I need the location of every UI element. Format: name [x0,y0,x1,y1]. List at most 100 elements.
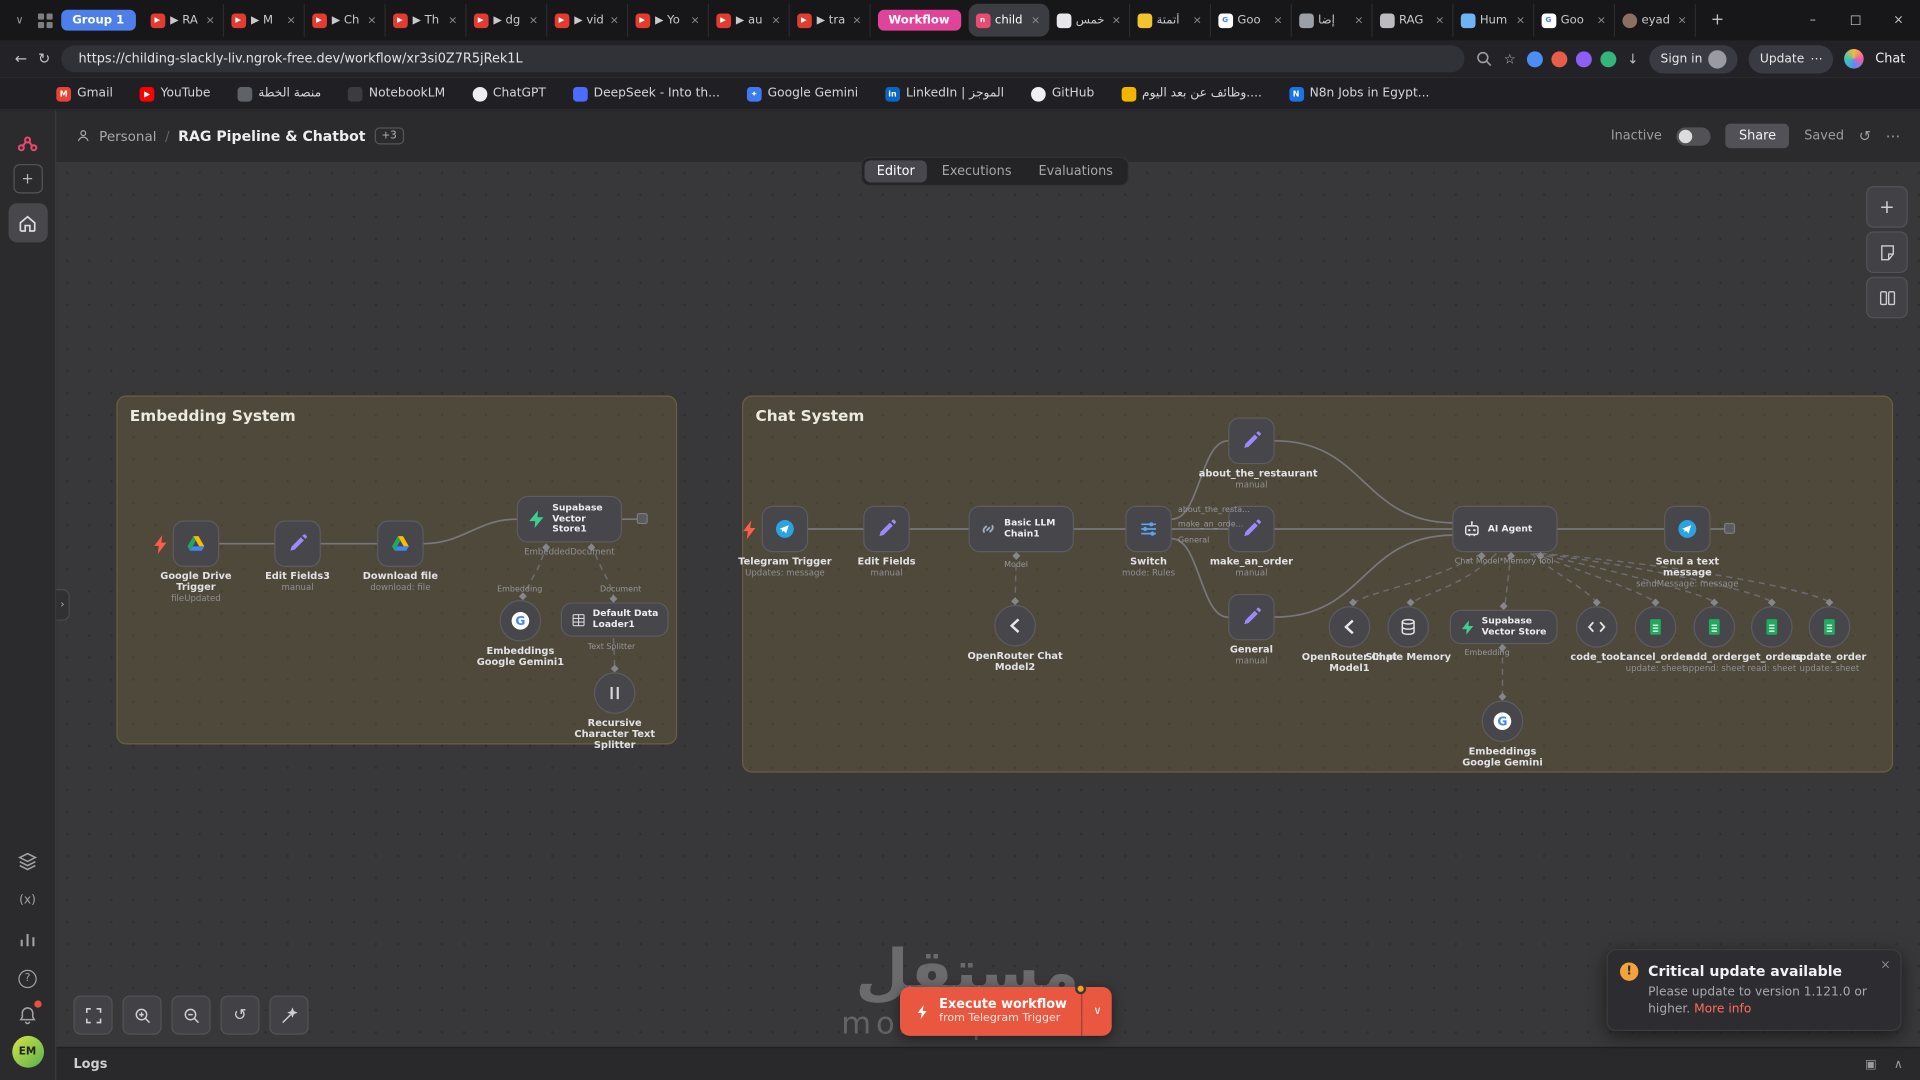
sidebar-item-help[interactable]: ? [9,960,46,997]
new-tab-button[interactable]: + [1710,11,1725,30]
undo-button[interactable]: ↺ [220,995,260,1035]
browser-tab[interactable]: ▶▶ tra× [789,3,870,37]
tab-close-icon[interactable]: × [1515,14,1526,27]
extension-purple[interactable] [1575,50,1592,67]
browser-tab[interactable]: ▶▶ Yo× [628,3,709,37]
tab-close-icon[interactable]: × [1192,14,1202,27]
favorite-star-icon[interactable]: ☆ [1503,50,1516,67]
node-box[interactable] [994,604,1036,647]
node-box[interactable] [1328,606,1371,648]
copilot-icon[interactable] [1844,48,1865,69]
node-box[interactable] [1387,606,1429,648]
output-endpoint[interactable] [636,513,648,525]
maximize-button[interactable]: □ [1849,13,1862,27]
url-input[interactable]: https://childing-slackly-liv.ngrok-free.… [61,45,1465,73]
sign-in-button[interactable]: Sign in [1649,44,1738,73]
zoom-to-fit-button[interactable] [73,995,113,1035]
tab-close-icon[interactable]: × [690,14,700,27]
execute-workflow-button[interactable]: Execute workflow from Telegram Trigger ∨ [900,983,1113,1036]
tab-executions[interactable]: Executions [941,164,1012,179]
bookmark-item[interactable]: DeepSeek - Into th... [572,86,720,102]
tab-close-icon[interactable]: × [1677,14,1687,27]
panel-expander[interactable]: › [56,588,70,621]
refresh-icon[interactable]: ↻ [38,50,51,68]
user-avatar[interactable]: EM [11,1035,44,1068]
node-openrouter-chat-model2[interactable]: OpenRouter Chat Model2 [967,604,1063,672]
more-info-link[interactable]: More info [1694,1002,1752,1016]
chat-button[interactable]: Chat [1875,51,1906,67]
tab-search-icon[interactable]: ∨ [15,14,24,27]
logs-bar[interactable]: Logs ▣ ∧ [56,1046,1920,1080]
node-box[interactable] [1228,417,1275,465]
sticky-note-embedding-system[interactable]: Embedding System [116,395,678,745]
node-box[interactable] [593,672,636,714]
node-supabase-vector-store[interactable]: Supabase Vector Store [1449,609,1558,645]
node-box[interactable] [172,520,220,567]
node-box[interactable]: Basic LLM Chain1 [968,505,1074,553]
open-logs-panel-icon[interactable]: ▣ [1865,1057,1877,1071]
tidy-up-button[interactable] [269,995,309,1035]
tab-group-workflow[interactable]: Workflow [877,9,961,31]
node-box[interactable] [274,520,321,567]
node-box[interactable] [1228,593,1275,641]
workflow-canvas[interactable] [56,161,1920,1047]
breadcrumb-project[interactable]: Personal [99,127,157,144]
browser-tab[interactable]: ▶▶ RA× [143,3,224,37]
node-box[interactable] [1228,505,1275,553]
browser-tab[interactable]: إضا× [1291,3,1373,37]
bookmark-item[interactable]: منصة الخطة [237,86,321,102]
node-ai-agent[interactable]: AI Agent [1452,505,1558,553]
extension-green[interactable] [1600,50,1617,67]
browser-tab[interactable]: أتمتة× [1130,3,1211,37]
bookmark-item[interactable]: وظائف عن بعد اليوم.... [1121,86,1262,102]
tab-close-icon[interactable]: × [367,14,377,27]
add-workflow-button[interactable]: + [12,164,43,194]
expand-logs-icon[interactable]: ∧ [1893,1057,1903,1071]
execute-main[interactable]: Execute workflow from Telegram Trigger [900,986,1082,1036]
node-box[interactable] [1664,505,1711,553]
notifications-bell-icon[interactable] [9,997,46,1034]
bookmark-item[interactable]: GitHub [1031,86,1094,102]
node-box[interactable]: AI Agent [1452,505,1558,553]
back-icon[interactable]: ← [14,50,28,68]
execute-options-chevron[interactable]: ∨ [1075,983,1113,1036]
node-box[interactable] [761,505,809,553]
tab-close-icon[interactable]: × [205,14,215,27]
node-box[interactable] [1575,606,1618,648]
node-openrouter-chat-model1[interactable]: OpenRouter Chat Model1 [1302,606,1397,674]
node-simple-memory[interactable]: Simple Memory [1365,606,1451,662]
node-basic-llm-chain1[interactable]: Basic LLM Chain1 [968,505,1074,553]
n8n-logo[interactable] [9,125,46,162]
node-recursive-character-text-splitter[interactable]: Recursive Character Text Splitter [574,672,655,751]
bookmark-item[interactable]: NotebookLM [348,86,445,102]
tab-close-icon[interactable]: × [1435,14,1445,27]
tab-close-icon[interactable]: × [1596,14,1606,27]
node-box[interactable] [1808,606,1851,648]
browser-tab[interactable]: ▶▶ au× [708,3,790,37]
node-box[interactable] [1125,505,1172,553]
history-icon[interactable]: ↺ [1858,127,1872,145]
tab-close-icon[interactable]: × [852,14,862,27]
active-toggle[interactable] [1676,126,1711,146]
workspaces-icon[interactable] [37,12,54,29]
tab-close-icon[interactable]: × [528,14,539,27]
zoom-in-button[interactable] [122,995,162,1035]
node-box[interactable] [863,505,910,553]
tab-close-icon[interactable]: × [1111,14,1122,27]
browser-tab[interactable]: RAG× [1372,3,1453,37]
bookmark-item[interactable]: ✦Google Gemini [746,86,858,102]
